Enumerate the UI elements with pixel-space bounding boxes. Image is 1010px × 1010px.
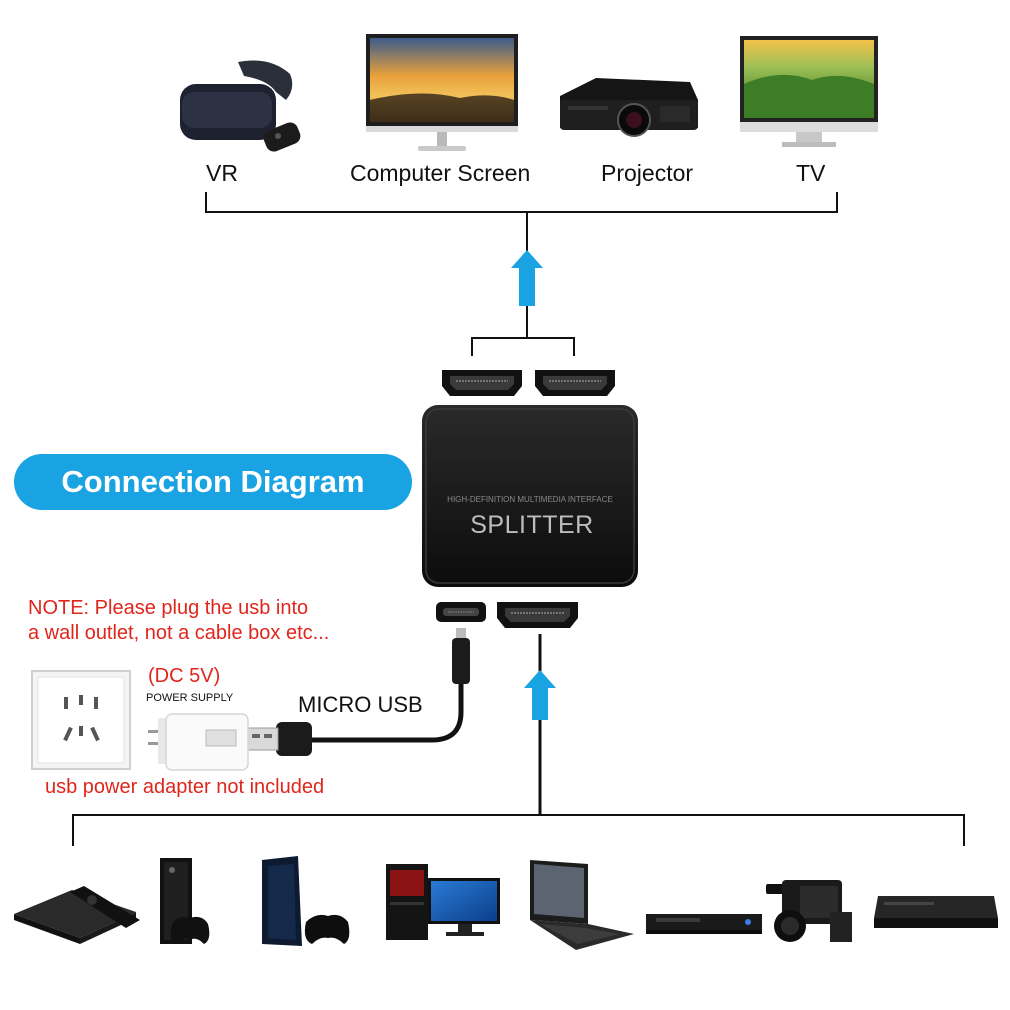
computer-monitor-icon [366,34,518,151]
micro-usb-port [436,602,486,622]
label-tv: TV [796,160,826,186]
projector-icon [560,78,698,137]
blu-ray-player-icon [874,896,998,928]
adapter-not-included-note: usb power adapter not included [45,776,325,798]
splitter-name: SPLITTER [470,511,593,539]
connection-diagram-badge: Connection Diagram [14,454,412,510]
splitter-box: HIGH-DEFINITION MULTIMEDIA INTERFACE SPL… [422,405,638,587]
hdmi-output-bracket [471,337,575,356]
label-projector: Projector [601,160,694,186]
desktop-computer-icon [386,864,500,940]
laptop-icon [530,860,634,950]
dc-5v-label: (DC 5V) [148,665,221,687]
splitter-subtitle: HIGH-DEFINITION MULTIMEDIA INTERFACE [447,495,613,504]
usb-power-adapter-icon [148,713,249,771]
micro-usb-cable [245,628,470,756]
arrow-up-input-icon [524,670,556,720]
label-vr: VR [206,160,238,186]
power-supply-label: POWER SUPPLY [146,692,234,704]
wall-outlet-icon [31,670,131,770]
output-bracket [205,192,838,213]
hdmi-out-port-2 [535,370,615,396]
playstation-console-icon [262,856,350,946]
note-line-2: a wall outlet, not a cable box etc... [28,622,330,644]
camcorder-icon [766,880,852,942]
dvd-player-icon [646,914,762,934]
xbox-console-icon [160,858,210,944]
input-bracket [72,814,965,846]
note-line-1: NOTE: Please plug the usb into [28,597,309,619]
tv-icon [740,36,878,147]
micro-usb-label: MICRO USB [298,692,423,717]
label-computer-screen: Computer Screen [350,160,531,186]
hdmi-in-port [497,602,578,628]
streaming-box-icon [14,886,140,944]
hdmi-out-port-1 [442,370,522,396]
arrow-up-icon [511,250,543,306]
vr-headset-icon [180,60,301,152]
